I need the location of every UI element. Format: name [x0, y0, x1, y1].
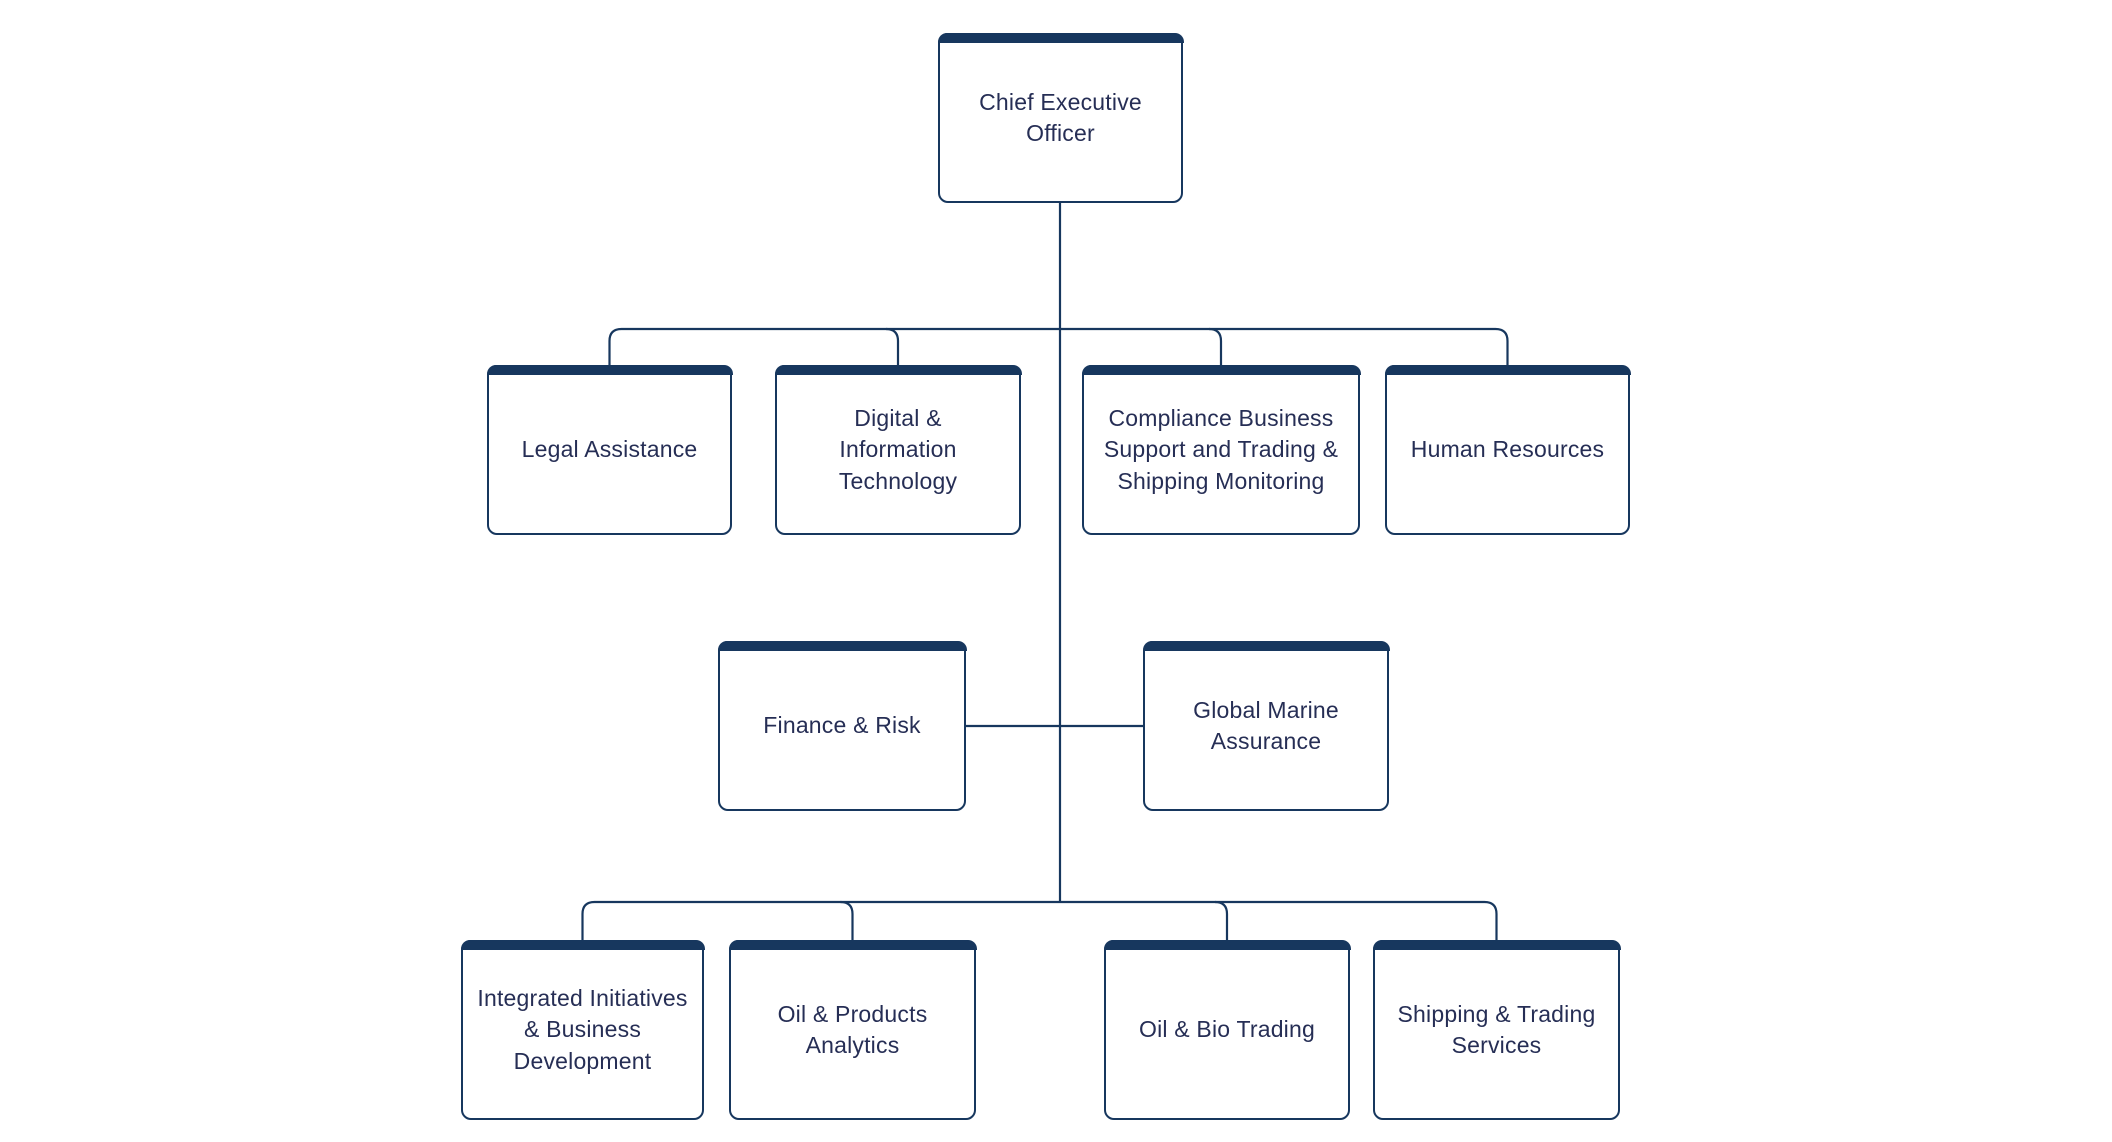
org-node-shipping-trading-services[interactable]: Shipping & Trading Services	[1372, 939, 1621, 1120]
node-top-accent-bar	[774, 364, 1022, 375]
node-top-accent-bar	[728, 939, 977, 950]
node-label: Digital & Information Technology	[838, 405, 958, 494]
org-node-oil-bio-trading[interactable]: Oil & Bio Trading	[1103, 939, 1351, 1120]
org-node-legal-assistance[interactable]: Legal Assistance	[486, 364, 733, 535]
node-top-accent-bar	[1384, 364, 1631, 375]
node-top-accent-bar	[717, 640, 967, 651]
org-node-digital-information-technology[interactable]: Digital & Information Technology	[774, 364, 1022, 535]
node-top-accent-bar	[460, 939, 705, 950]
node-label: Oil & Bio Trading	[1139, 1016, 1315, 1043]
connector-drop-oil-products	[840, 900, 854, 940]
connector-drop-compliance	[1208, 327, 1223, 365]
connector-drop-digital	[885, 327, 900, 365]
node-top-accent-bar	[1103, 939, 1351, 950]
node-top-accent-bar	[937, 32, 1184, 43]
node-label: Oil & Products Analytics	[777, 1000, 928, 1058]
node-label: Shipping & Trading Services	[1397, 1000, 1596, 1058]
node-top-accent-bar	[1142, 640, 1390, 651]
org-node-oil-products-analytics[interactable]: Oil & Products Analytics	[728, 939, 977, 1120]
org-node-human-resources[interactable]: Human Resources	[1384, 364, 1631, 535]
org-node-integrated-initiatives-business-development[interactable]: Integrated Initiatives & Business Develo…	[460, 939, 705, 1120]
node-label: Chief Executive Officer	[979, 88, 1142, 146]
node-label: Compliance Business Support and Trading …	[1103, 405, 1339, 494]
org-node-chief-executive-officer[interactable]: Chief Executive Officer	[937, 32, 1184, 203]
node-label: Legal Assistance	[521, 436, 698, 463]
node-top-accent-bar	[1081, 364, 1361, 375]
org-node-global-marine-assurance[interactable]: Global Marine Assurance	[1142, 640, 1390, 811]
connector-tier4-bus	[581, 900, 1498, 940]
connector-drop-oil-bio	[1214, 900, 1229, 940]
node-label: Global Marine Assurance	[1193, 696, 1339, 754]
node-label: Human Resources	[1410, 436, 1605, 463]
node-label: Integrated Initiatives & Business Develo…	[477, 985, 688, 1074]
connector-tier2-bus	[608, 327, 1509, 365]
org-node-finance-risk[interactable]: Finance & Risk	[717, 640, 967, 811]
node-top-accent-bar	[1372, 939, 1621, 950]
org-node-compliance-business-support[interactable]: Compliance Business Support and Trading …	[1081, 364, 1361, 535]
node-top-accent-bar	[486, 364, 733, 375]
node-label: Finance & Risk	[763, 712, 921, 739]
